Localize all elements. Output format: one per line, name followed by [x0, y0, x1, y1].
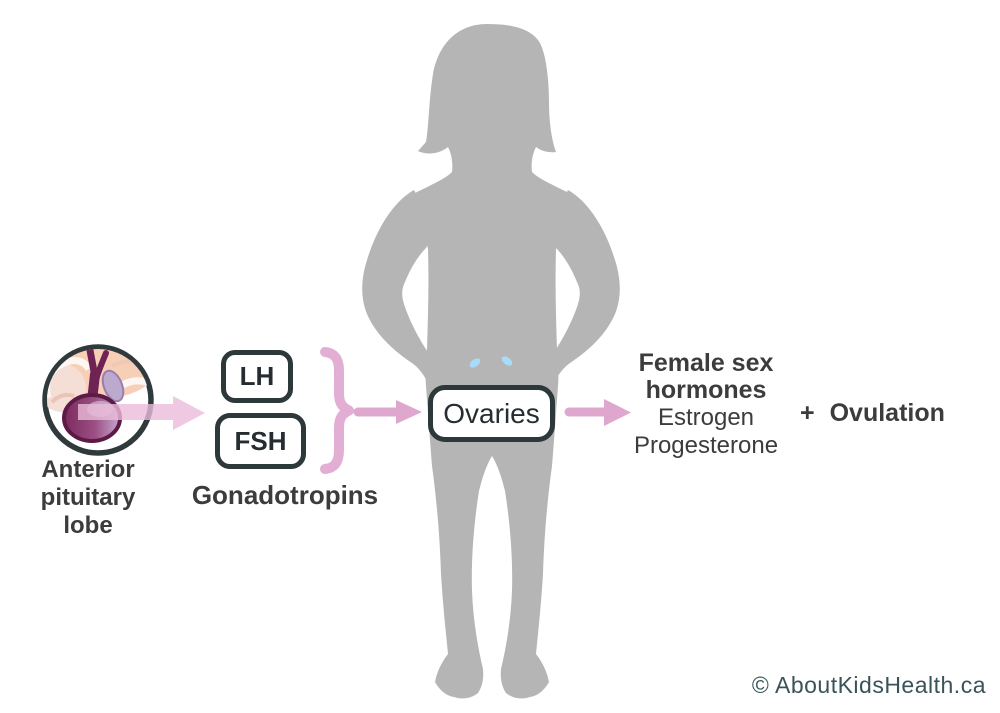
fsh-box-label: FSH	[234, 425, 287, 456]
progesterone-label: Progesterone	[633, 432, 779, 459]
gonadotropins-label: Gonadotropins	[191, 480, 379, 510]
output-hormones-label: Female sex hormones Estrogen Progesteron…	[616, 350, 796, 460]
anterior-pituitary-gland-icon	[42, 344, 154, 456]
brace-icon	[320, 347, 354, 474]
credit-text: © AboutKidsHealth.ca	[751, 672, 986, 698]
lh-box: LH	[221, 350, 293, 403]
arrow-hormones-to-ovaries	[353, 400, 422, 424]
arrow-ovaries-to-output	[564, 399, 631, 426]
lh-box-label: LH	[239, 361, 275, 391]
plus-ovulation-label: + Ovulation	[800, 399, 945, 428]
female-sex-hormones-title: Female sex hormones	[638, 349, 774, 404]
ovary-dot-left	[469, 358, 481, 368]
plus-sign: +	[800, 399, 815, 427]
ovaries-box-label: Ovaries	[443, 397, 540, 429]
ovulation-label: Ovulation	[829, 399, 945, 427]
arrow-pituitary-to-hormones	[78, 396, 205, 430]
child-silhouette	[362, 24, 620, 699]
estrogen-label: Estrogen	[657, 404, 755, 431]
ovaries-box: Ovaries	[428, 385, 555, 442]
ovary-dot-right	[501, 356, 513, 366]
left-arm	[362, 190, 429, 383]
right-arm	[553, 190, 620, 383]
fsh-box: FSH	[215, 413, 306, 469]
body-silhouette	[404, 24, 580, 699]
anterior-pituitary-label-line3: lobe	[63, 512, 113, 539]
anterior-pituitary-label-line2: pituitary	[40, 484, 136, 511]
anterior-pituitary-label: Anterior pituitary lobe	[18, 456, 158, 540]
anterior-pituitary-label-line1: Anterior	[41, 456, 135, 483]
